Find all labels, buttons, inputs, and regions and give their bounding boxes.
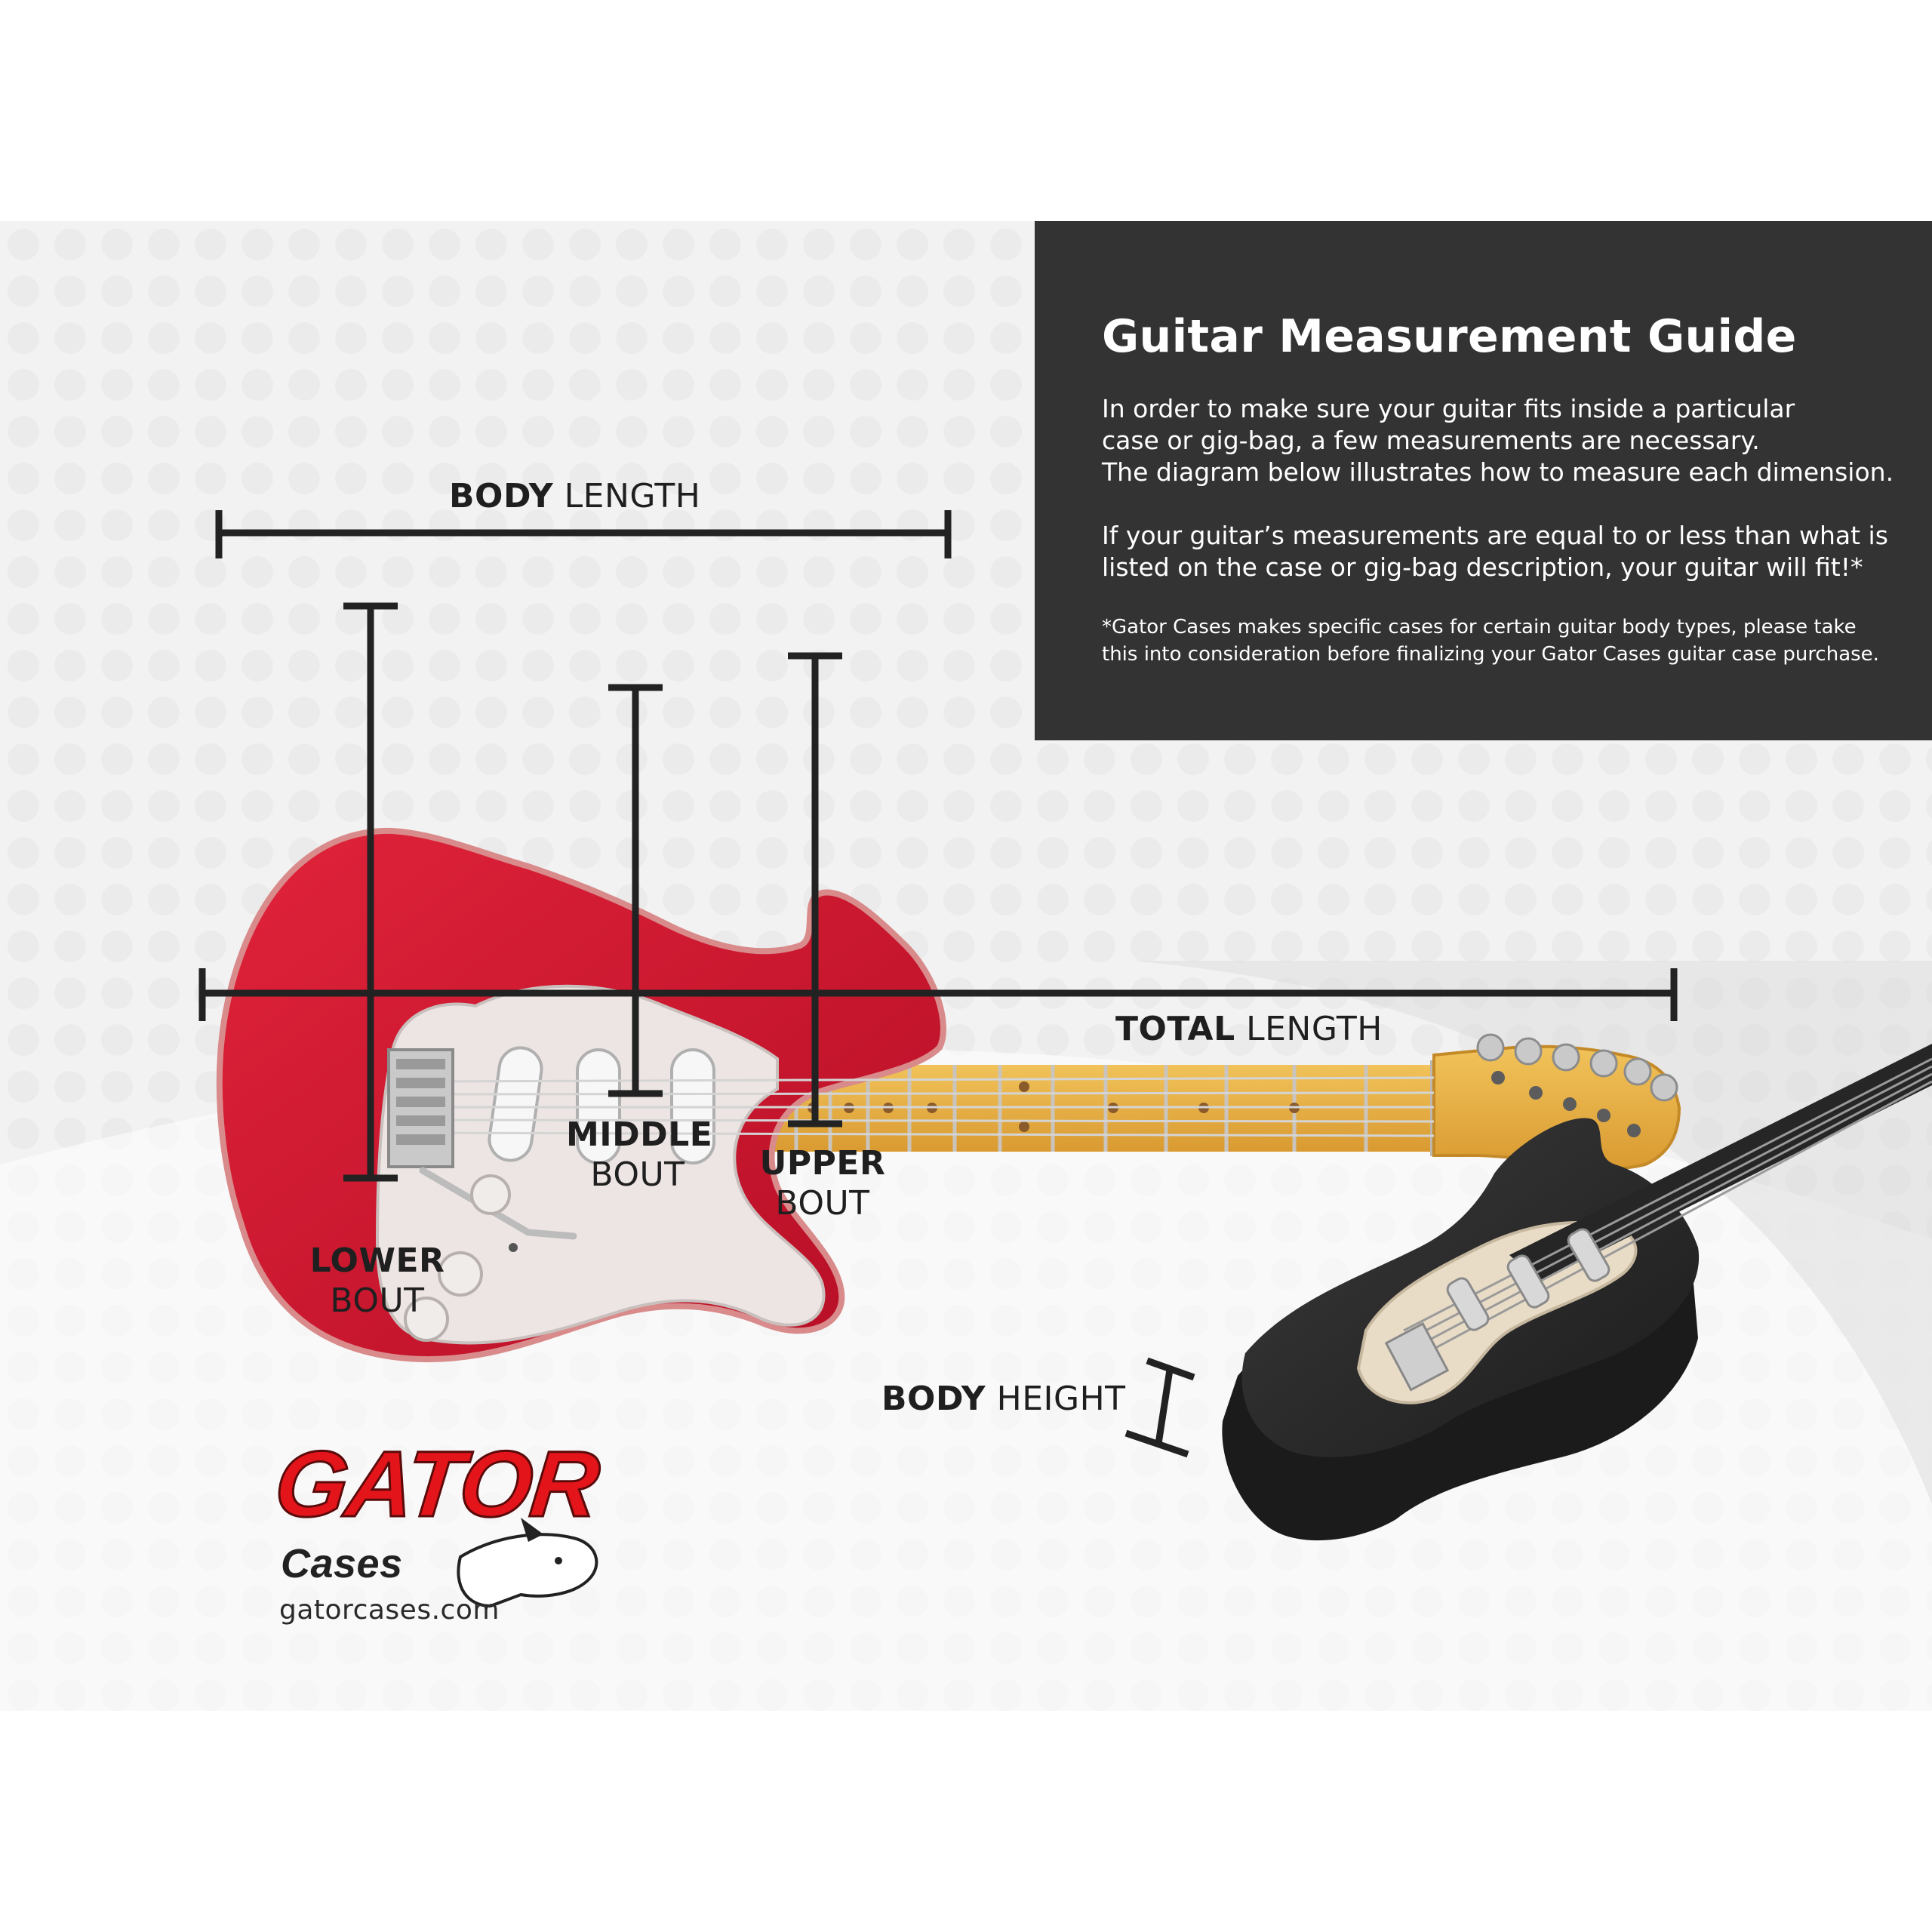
body-height-line (1155, 1369, 1174, 1444)
body-height-cap-bottom (1124, 1429, 1189, 1458)
selector-switch (509, 1243, 518, 1252)
guide-note-line: this into consideration before finalizin… (1102, 643, 1879, 666)
body-length-label: BODY LENGTH (449, 477, 701, 515)
total-length-label: TOTAL LENGTH (1115, 1010, 1383, 1048)
gator-claw-icon (521, 1518, 543, 1542)
guide-fit-line: If your guitar’s measurements are equal … (1102, 521, 1888, 550)
middle-bout-label: MIDDLE BOUT (566, 1115, 713, 1194)
control-knobs (404, 1174, 511, 1342)
body-height-label: BODY HEIGHT (881, 1380, 1126, 1418)
black-guitar-bridge (1384, 1321, 1450, 1392)
guide-intro-line: case or gig-bag, a few measurements are … (1102, 426, 1760, 455)
black-guitar-pickups (1446, 1228, 1611, 1331)
guide-intro-line: The diagram below illustrates how to mea… (1102, 457, 1894, 487)
body-height-cap-top (1146, 1357, 1195, 1381)
red-guitar-illustration (216, 827, 1681, 1363)
gray-swoosh (1132, 961, 1932, 1504)
guide-note-line: *Gator Cases makes specific cases for ce… (1102, 616, 1857, 638)
whammy-bar (419, 1167, 577, 1240)
black-guitar-illustration (1222, 1044, 1932, 1541)
guide-intro-line: In order to make sure your guitar fits i… (1102, 394, 1795, 423)
lower-bout-label: LOWER BOUT (309, 1241, 445, 1320)
measurement-guide-panel: Guitar Measurement Guide In order to mak… (1035, 221, 1932, 740)
guide-title: Guitar Measurement Guide (1102, 310, 1797, 363)
guide-fit-line: listed on the case or gig-bag descriptio… (1102, 552, 1863, 582)
gator-logo (457, 1518, 598, 1608)
tuning-pegs (1476, 1033, 1678, 1102)
bridge-saddles (396, 1059, 445, 1145)
measurement-lines (198, 510, 1678, 1458)
upper-bout-label: UPPER BOUT (759, 1144, 886, 1223)
gator-logo-sub: Cases (281, 1541, 403, 1586)
website-link[interactable]: gatorcases.com (279, 1595, 500, 1626)
black-guitar-strings (1403, 1057, 1932, 1359)
gator-logo-word: GATOR (269, 1432, 604, 1538)
tuning-posts (1491, 1071, 1641, 1137)
strings (422, 1076, 1435, 1137)
